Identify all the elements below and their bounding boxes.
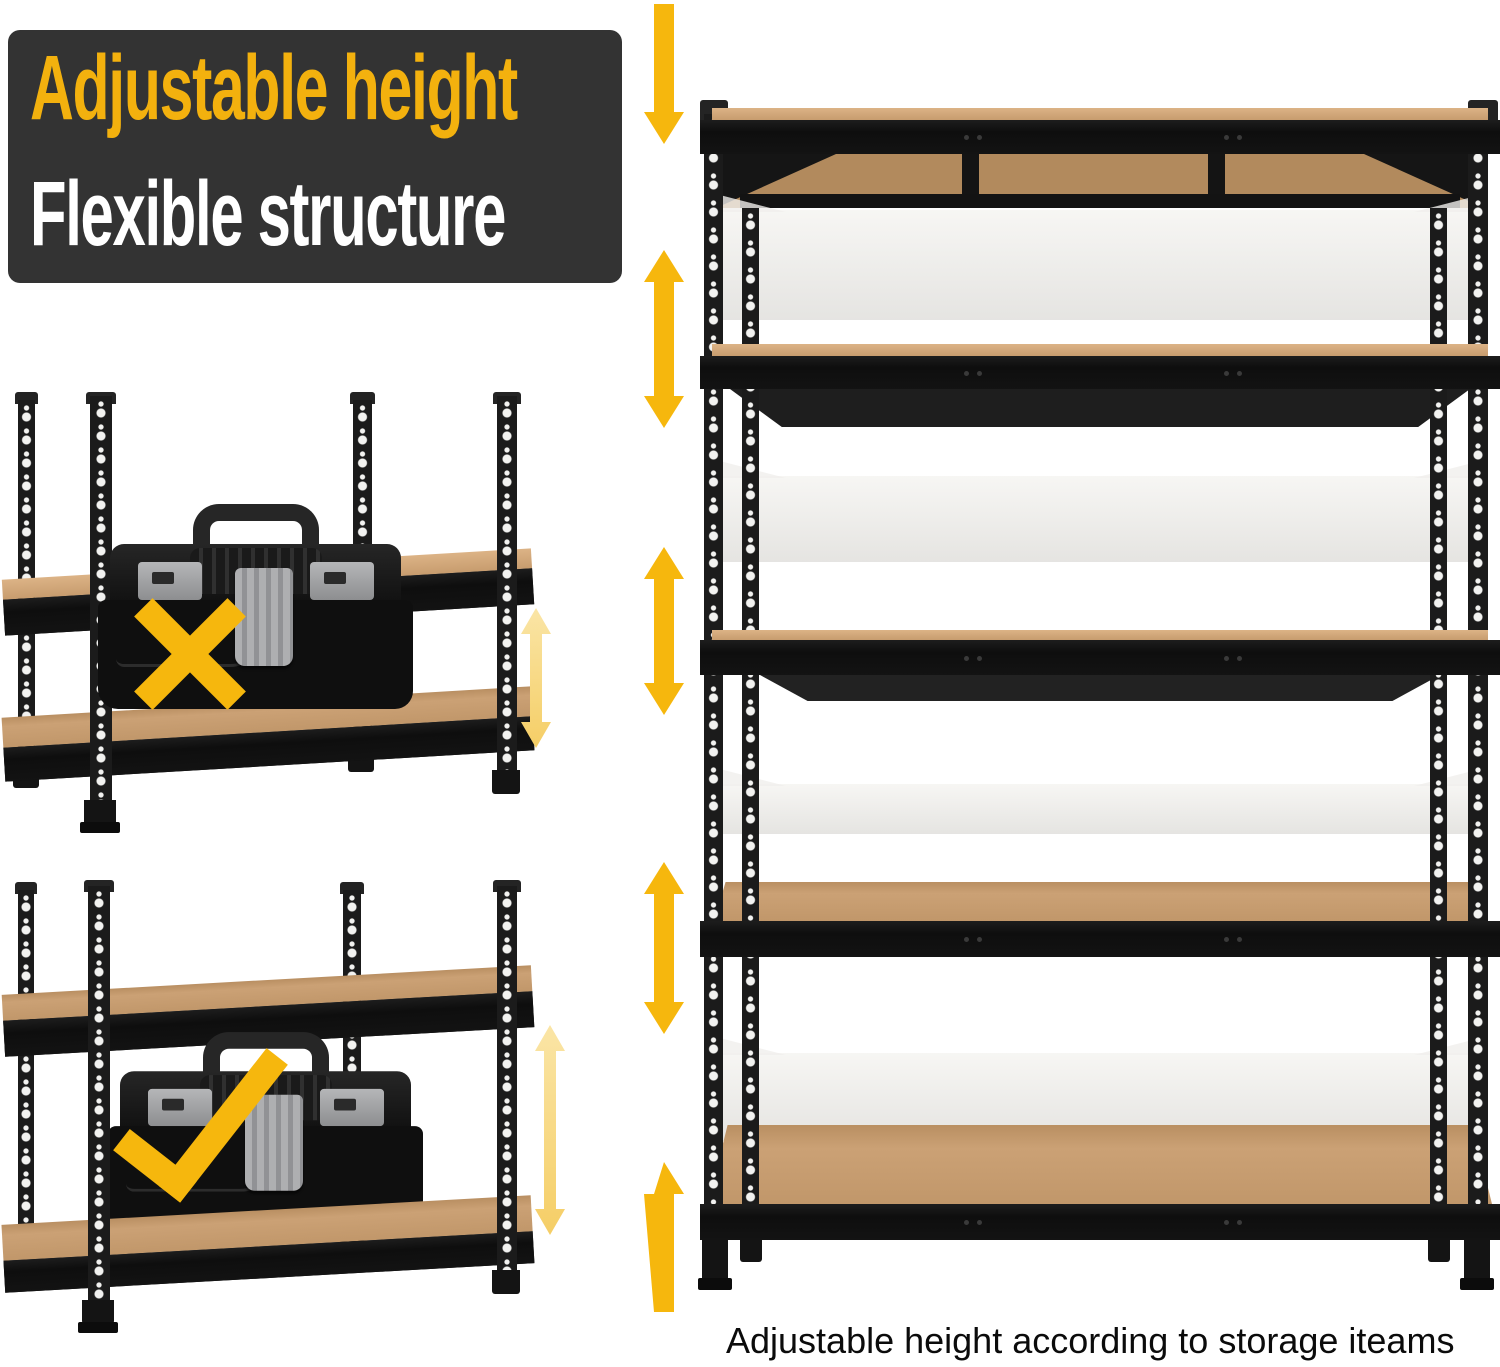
headline-banner: Adjustable height Flexible structure	[8, 30, 622, 283]
shelf-beam	[700, 120, 1500, 154]
rack-foot-base	[1460, 1278, 1494, 1290]
toolbox-latch	[138, 562, 202, 600]
rack-post	[742, 208, 759, 1230]
shelf-board-edge	[712, 630, 1488, 640]
arrow-up-down-icon	[644, 547, 684, 715]
arrow-up-down-pale-icon	[535, 1025, 565, 1235]
arrow-up-down-pale-icon	[521, 608, 551, 748]
rack-post	[1468, 114, 1488, 1244]
shelf-beam	[700, 1204, 1500, 1240]
rack-foot	[702, 1238, 728, 1282]
top-shelf-underside	[716, 154, 1484, 208]
bottom-shelf-board-top	[708, 1125, 1492, 1204]
headline-line-1: Adjustable height	[30, 37, 518, 139]
arrow-up-icon	[644, 1162, 684, 1312]
ghost-shelf-position	[716, 210, 1484, 320]
rack-post	[1430, 208, 1447, 1230]
shelf-beam	[700, 640, 1500, 675]
rack-post	[704, 114, 723, 1244]
lower-shelf	[1, 1195, 535, 1294]
shelf-beam	[700, 356, 1500, 389]
toolbox-clasp	[245, 1094, 303, 1191]
rack-foot-base	[698, 1278, 732, 1290]
toolbox-latch	[320, 1088, 384, 1127]
shelf-board-edge	[712, 344, 1488, 356]
rack-foot	[1464, 1238, 1490, 1282]
ghost-shelf-position	[716, 476, 1484, 562]
shelf-beam	[700, 921, 1500, 957]
arrow-down-icon	[644, 4, 684, 144]
large-shelving-rack	[698, 98, 1500, 1343]
correct-height-example	[1, 880, 588, 1345]
ghost-shelf-position	[716, 784, 1484, 834]
rack-post	[497, 886, 517, 1270]
toolbox-latch	[310, 562, 374, 600]
headline-line-2: Flexible structure	[30, 163, 506, 265]
shelf-underside-shadow	[760, 675, 1440, 701]
arrow-up-down-icon	[644, 250, 684, 428]
shelf-board-edge	[712, 108, 1488, 120]
shelf-board-top	[714, 882, 1486, 921]
arrow-up-down-icon	[644, 862, 684, 1034]
rack-post	[88, 886, 110, 1300]
rack-post	[497, 396, 517, 770]
toolbox	[108, 1032, 423, 1233]
rack-post	[18, 890, 34, 1230]
wrong-height-example	[1, 392, 573, 847]
caption-text: Adjustable height according to storage i…	[726, 1320, 1455, 1361]
toolbox-latch	[148, 1088, 212, 1127]
shelf-underside-shadow	[730, 389, 1470, 427]
